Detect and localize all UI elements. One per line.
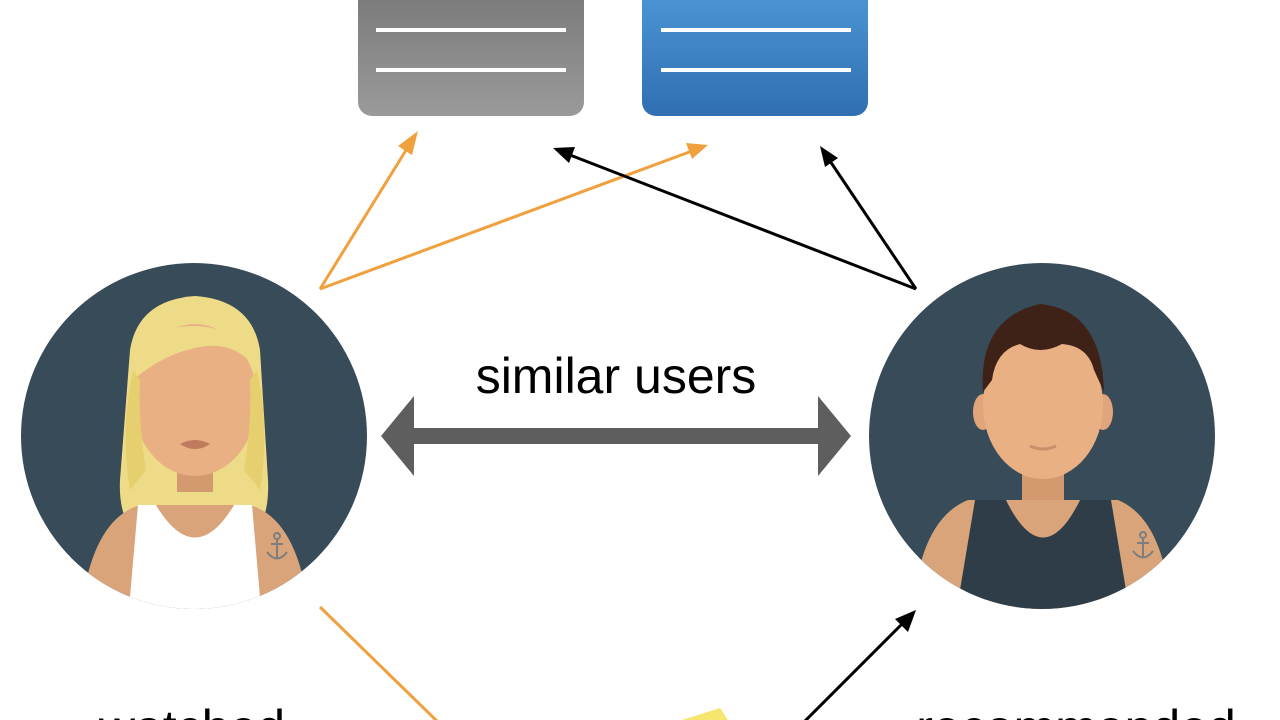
watched-arrow-yellow-item [318,605,439,720]
arrow-b-blue-item [820,146,918,290]
recommended-label: recommended [916,700,1236,720]
recommended-arrows [553,146,918,720]
item-card-yellow [682,708,728,720]
watched-arrows [318,131,708,720]
item-card-gray [358,0,584,116]
man-avatar-icon [869,263,1215,609]
watched-label: watched [98,700,285,720]
anchor-icon [266,532,288,560]
anchor-icon [1132,531,1154,559]
item-card-blue [642,0,868,116]
similar-users-label: similar users [476,348,757,404]
similar-users-arrow [381,396,851,476]
watched-arrow-gray-item [318,131,418,290]
watched-arrow-blue-item [319,143,708,291]
woman-avatar-icon [21,263,367,609]
arrow-b-gray-item [553,147,917,291]
arrow-yellow-item-to-b [803,610,916,720]
